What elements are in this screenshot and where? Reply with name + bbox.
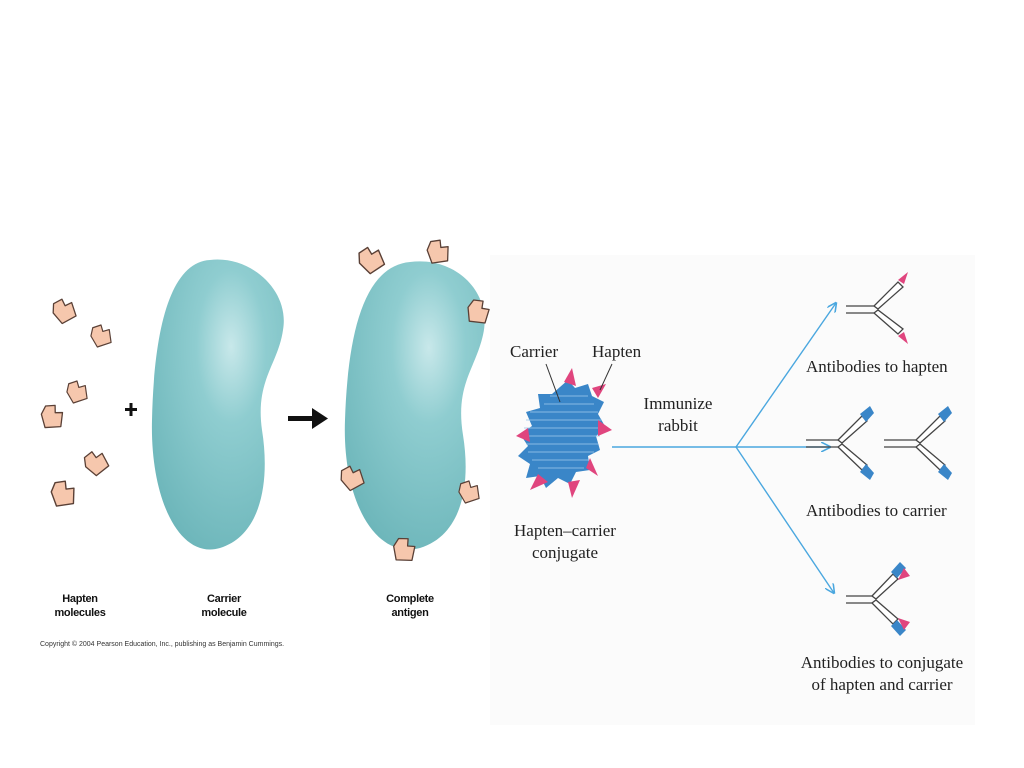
conjugate-hapten [586,458,598,476]
reaction-arrow [288,408,328,429]
label-antibodies-to-hapten: Antibodies to hapten [806,357,948,376]
conjugate-hapten [530,474,548,490]
label-hapten-molecules: Hapten molecules [54,593,106,619]
hapten-antigen [898,272,908,284]
label-hapten-carrier-conjugate: Hapten–carrier conjugate [510,520,620,564]
copyright-notice: Copyright © 2004 Pearson Education, Inc.… [40,641,285,648]
conjugate-hapten [564,368,576,386]
complete-antigen [338,237,494,566]
carrier-epitope [938,464,952,480]
label-antibodies-to-carrier: Antibodies to carrier [806,501,947,520]
bound-hapten [355,243,387,277]
conjugate-hapten [516,428,530,442]
hapten-molecule [80,447,112,479]
conjugate-hapten [592,384,606,398]
carrier-epitope [891,562,906,578]
hapten-antigen [898,568,910,580]
label-immunize: Immunize [643,394,713,413]
hapten-molecule [66,380,88,404]
plus-sign [125,403,137,416]
immunization-arrows [612,303,836,593]
carrier-pointer-line [545,363,561,403]
hapten-carrier-conjugate [516,363,613,498]
hapten-molecule [48,478,78,510]
antibody-to-conjugate [846,562,910,636]
conjugate-hapten [598,420,612,436]
hapten-molecule [50,296,78,326]
label-ab-conjugate-line1: Antibodies to conjugate [800,653,964,672]
carrier-epitope [891,620,906,636]
antibody-to-carrier-1 [806,406,874,480]
carrier-epitope [938,406,952,422]
hapten-molecule [37,401,67,433]
antibody-to-carrier-2 [884,406,952,480]
label-immunize-rabbit: Immunize rabbit [636,393,720,437]
label-rabbit: rabbit [658,416,698,435]
label-conjugate-line2: conjugate [531,543,599,562]
bound-hapten [458,480,480,504]
conjugate-hapten [568,480,580,498]
label-complete-antigen: Complete antigen [386,593,434,619]
label-conjugate-line1: Hapten–carrier [514,521,616,540]
label-carrier: Carrier [510,342,559,361]
label-carrier-molecule: Carrier molecule [201,593,247,619]
bound-hapten [424,237,452,267]
hapten-antigen [898,332,908,344]
carrier-molecule [151,259,284,550]
hapten-molecule [90,324,112,348]
antibody-to-hapten [846,272,908,344]
carrier-epitope [860,464,874,480]
label-ab-conjugate-line2: of hapten and carrier [811,675,953,694]
hapten-antigen [898,618,910,630]
carrier-epitope [860,406,874,422]
free-hapten-molecules [37,296,112,510]
label-hapten: Hapten [592,342,642,361]
label-antibodies-to-conjugate: Antibodies to conjugate of hapten and ca… [792,652,972,696]
hapten-pointer-line [599,363,613,391]
